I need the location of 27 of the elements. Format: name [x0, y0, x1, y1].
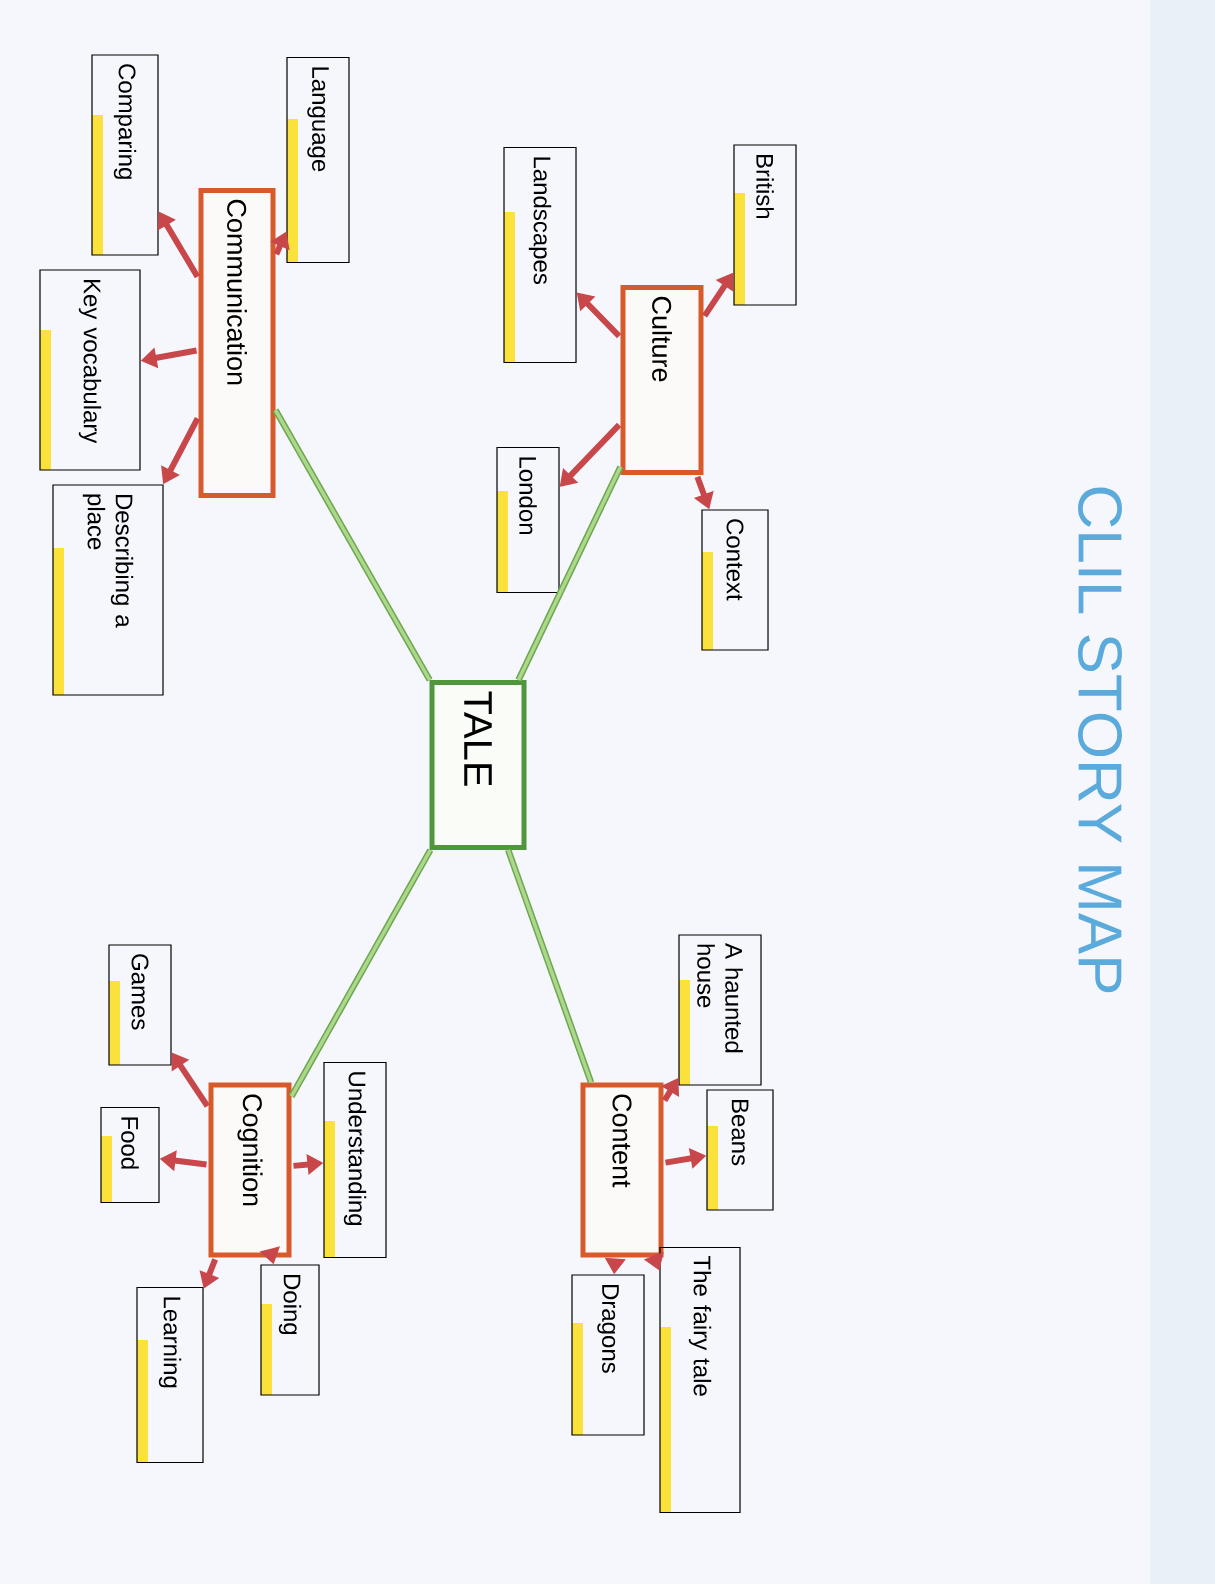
topic-box: Culture [620, 285, 704, 475]
center-box: TALE [429, 680, 527, 850]
leaf-box: British [733, 144, 797, 306]
leaf-box: Learning [136, 1286, 204, 1464]
leaf-box: Context [701, 509, 769, 651]
leaf-box: Describing a place [52, 484, 164, 696]
leaf-box: Understanding [323, 1061, 387, 1259]
connector-line [288, 848, 434, 1098]
topic-box: Cognition [208, 1082, 292, 1258]
leaf-box: The fairy tale [659, 1246, 741, 1514]
title: CLIL STORY MAP [1078, 487, 1122, 993]
connector-line [515, 465, 624, 682]
leaf-box: A haunted house [678, 934, 762, 1086]
connector-line [272, 408, 433, 682]
leaf-box: Comparing [91, 54, 159, 256]
topic-box: Content [580, 1082, 664, 1258]
leaf-box: Dragons [571, 1274, 645, 1436]
connector-line [505, 848, 595, 1084]
leaf-box: Beans [706, 1089, 774, 1211]
leaf-box: Food [100, 1106, 160, 1204]
leaf-box: London [496, 446, 560, 594]
leaf-box: Doing [260, 1264, 320, 1396]
leaf-box: Games [108, 944, 172, 1066]
leaf-box: Landscapes [503, 146, 577, 364]
leaf-box: Language [286, 56, 350, 264]
leaf-box: Key vocabulary [39, 269, 141, 471]
topic-box: Communication [198, 188, 276, 498]
